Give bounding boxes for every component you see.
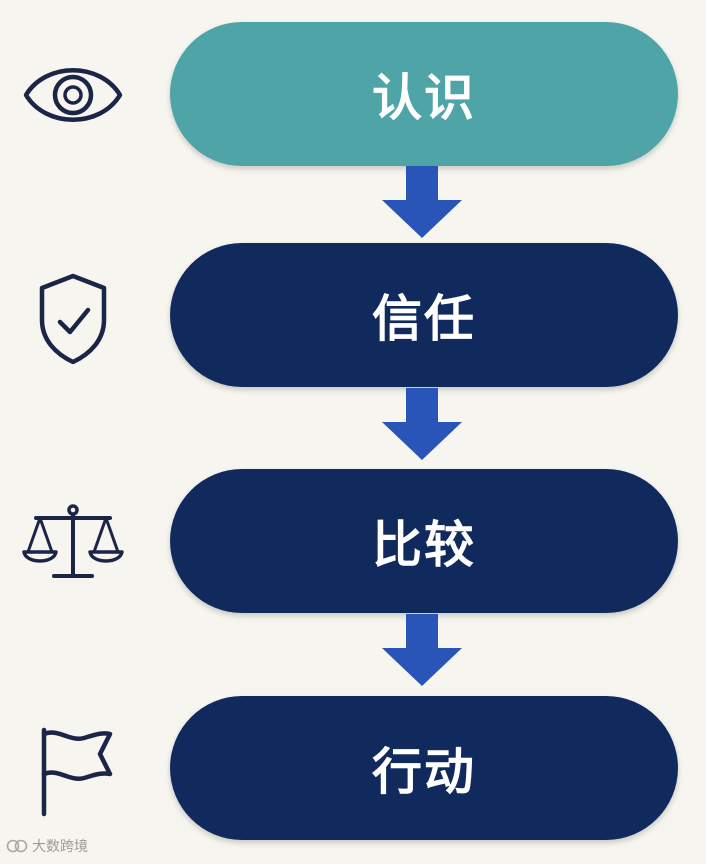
stage-compare-label: 比较 xyxy=(372,516,476,574)
shield-check-icon xyxy=(39,273,107,365)
brand-logo-icon xyxy=(6,839,28,853)
scales-icon xyxy=(22,504,124,578)
down-arrow-icon xyxy=(382,614,462,686)
flag-icon xyxy=(41,727,113,817)
stage-action-label: 行动 xyxy=(372,743,476,801)
stage-compare: 比较 xyxy=(170,469,678,613)
stage-awareness-label: 认识 xyxy=(372,69,476,127)
watermark: 大数跨境 xyxy=(6,836,88,856)
eye-icon xyxy=(23,68,123,122)
stage-trust: 信任 xyxy=(170,243,678,387)
down-arrow-icon xyxy=(382,166,462,238)
stage-action: 行动 xyxy=(170,696,678,840)
down-arrow-icon xyxy=(382,388,462,460)
watermark-text: 大数跨境 xyxy=(32,839,88,855)
stage-trust-label: 信任 xyxy=(372,290,476,348)
stage-awareness: 认识 xyxy=(170,22,678,166)
